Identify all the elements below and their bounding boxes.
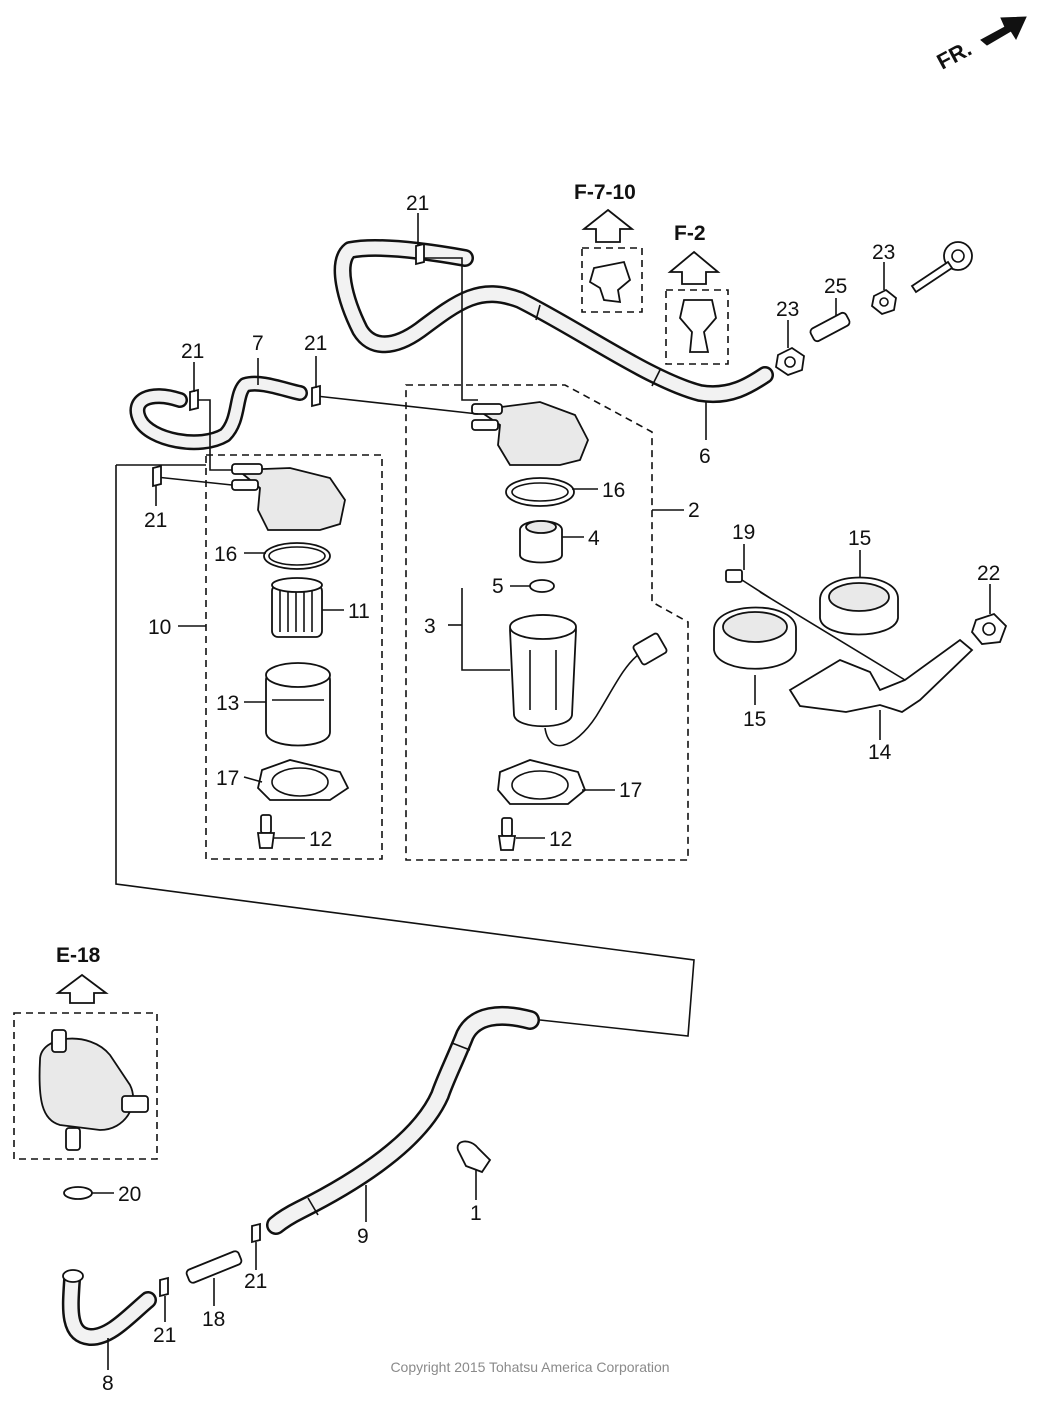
part-label-21: 21 [244,1270,267,1293]
part-label-15: 15 [848,527,871,550]
up-arrow-icon [667,250,721,285]
fittings-group [775,241,973,376]
part-label-13: 13 [216,692,239,715]
part-label-3: 3 [424,615,436,638]
hose-8 [61,1269,157,1346]
front-direction-label: FR. [933,36,976,75]
part-label-9: 9 [357,1225,369,1248]
part-label-7: 7 [252,332,264,355]
copyright-text: Copyright 2015 Tohatsu America Corporati… [390,1359,669,1375]
small-parts [63,242,492,1298]
part-label-21: 21 [144,509,167,532]
part-label-17: 17 [216,767,239,790]
hose-9 [266,1005,540,1235]
part-label-5: 5 [492,575,504,598]
part-label-12: 12 [549,828,572,851]
part-label-16: 16 [214,543,237,566]
part-label-21: 21 [153,1324,176,1347]
part-number-labels: 21 21 7 21 21 16 11 10 13 17 12 16 2 4 5… [102,192,1000,1395]
part-label-21: 21 [304,332,327,355]
part-label-23: 23 [776,298,799,321]
reference-e18: E-18 [13,944,158,1160]
part-label-21: 21 [406,192,429,215]
part-label-19: 19 [732,521,755,544]
part-label-11: 11 [348,600,370,623]
hose-7 [129,375,308,451]
up-arrow-icon [55,973,109,1004]
front-arrow-icon [980,16,1027,46]
part-label-1: 1 [470,1202,482,1225]
reference-f7-10: F-7-10 [574,181,643,313]
left-filter-assembly [205,454,383,860]
bracket-assembly [713,569,1008,713]
hose-6 [333,238,774,404]
part-label-16: 16 [602,479,625,502]
part-label-6: 6 [699,445,711,468]
part-label-10: 10 [148,616,171,639]
right-filter-assembly [405,384,689,861]
part-label-23: 23 [872,241,895,264]
leader-lines [92,213,991,1370]
part-label-14: 14 [868,741,892,764]
reference-label-f7-10: F-7-10 [574,181,636,204]
part-label-18: 18 [202,1308,225,1331]
part-label-4: 4 [588,527,600,550]
reference-label-e18: E-18 [56,944,101,967]
part-label-17: 17 [619,779,642,802]
routing-lines [115,257,695,1037]
reference-label-f2: F-2 [674,222,706,245]
part-label-25: 25 [824,275,847,298]
part-label-12: 12 [309,828,332,851]
part-label-2: 2 [688,499,700,522]
part-label-15: 15 [743,708,766,731]
part-label-8: 8 [102,1372,114,1395]
up-arrow-icon [581,208,635,243]
reference-f2: F-2 [665,222,729,365]
part-label-22: 22 [977,562,1000,585]
part-label-20: 20 [118,1183,141,1206]
front-direction-indicator: FR. [933,16,1027,75]
part-label-21: 21 [181,340,204,363]
